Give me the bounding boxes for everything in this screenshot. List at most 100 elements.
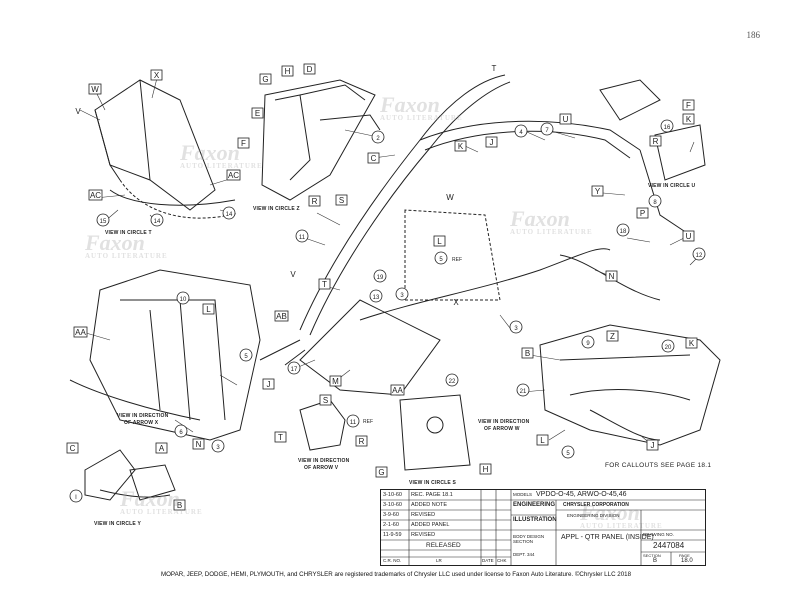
callout-4: 4 — [519, 130, 523, 136]
callout-s: S — [323, 396, 328, 405]
lr-label: LR — [436, 558, 442, 563]
roof-rail — [419, 120, 641, 151]
callout-15: 15 — [100, 219, 107, 225]
pillar-front — [299, 74, 506, 331]
callout-10: 10 — [180, 297, 187, 303]
callout-16: 16 — [664, 125, 671, 131]
caption-arrow-x-2: OF ARROW X — [124, 420, 159, 426]
callout-aa: AA — [75, 328, 86, 337]
caption-arrow-v-1: VIEW IN DIRECTION — [298, 458, 350, 464]
callout-17: 17 — [291, 367, 298, 373]
callout-k: K — [686, 115, 692, 124]
callout-18: 18 — [620, 229, 627, 235]
callout-5: 5 — [566, 451, 570, 457]
caption-circle-z: VIEW IN CIRCLE Z — [253, 206, 300, 212]
callout-x: X — [453, 298, 459, 307]
callout-d: D — [307, 65, 313, 74]
caption-circle-s: VIEW IN CIRCLE S — [409, 480, 457, 486]
callout-ref: REF — [363, 419, 373, 425]
callout-11: 11 — [350, 420, 357, 426]
callout-j: J — [490, 138, 494, 147]
callout-w: W — [446, 193, 454, 202]
callout-s: S — [339, 196, 344, 205]
callout-22: 22 — [449, 379, 456, 385]
callout-11: 11 — [299, 235, 306, 241]
callout-ab: AB — [276, 312, 287, 321]
caption-circle-t: VIEW IN CIRCLE T — [105, 230, 152, 236]
section-value: B — [653, 558, 658, 564]
callout-t: T — [322, 280, 327, 289]
drawing-no-label: DRAWING NO. — [643, 532, 674, 537]
page-value: 18.0 — [681, 558, 693, 564]
callout-9: 9 — [586, 341, 590, 347]
callouts-note: FOR CALLOUTS SEE PAGE 18.1 — [605, 462, 712, 469]
callout-m: M — [332, 377, 339, 386]
callout-h: H — [285, 67, 291, 76]
dept-label: DEPT. 344 — [513, 552, 535, 557]
callout-ac: AC — [228, 171, 239, 180]
callout-r: R — [312, 197, 318, 206]
engineering-label: ENGINEERING — [513, 502, 556, 508]
date-col-label: DATE — [482, 558, 494, 563]
models-label: MODELS — [513, 492, 533, 497]
callout-n: N — [609, 272, 615, 281]
callout-p: P — [640, 209, 645, 218]
division-label: ENGINEERING DIVISION — [567, 513, 620, 518]
drawing-number: 2447084 — [653, 541, 685, 550]
callout-c: C — [70, 444, 76, 453]
caption-arrow-w-1: VIEW IN DIRECTION — [478, 419, 530, 425]
corporation-label: CHRYSLER CORPORATION — [563, 502, 629, 508]
callout-13: 13 — [373, 295, 380, 301]
caption-arrow-x-1: VIEW IN DIRECTION — [117, 413, 169, 419]
callout-5: 5 — [439, 257, 443, 263]
callout-y: Y — [595, 187, 601, 196]
callout-20: 20 — [665, 345, 672, 351]
caption-circle-y: VIEW IN CIRCLE Y — [94, 521, 141, 527]
caption-arrow-v-2: OF ARROW V — [304, 465, 339, 471]
rev-code: 3-10-60 — [383, 502, 402, 508]
callout-a: A — [159, 444, 165, 453]
callout-u: U — [686, 232, 692, 241]
panel-z-outline — [261, 79, 376, 201]
callout-14: 14 — [154, 219, 161, 225]
callout-l: L — [540, 436, 545, 445]
section-col-label: SECTION — [643, 553, 661, 558]
callout-g: G — [378, 468, 384, 477]
callout-f: F — [241, 139, 246, 148]
callout-ref: REF — [452, 257, 462, 263]
revision-note: REVISED — [411, 512, 436, 518]
page-col-label: PAGE — [679, 553, 690, 558]
callout-u: U — [563, 115, 569, 124]
lower-panel — [299, 299, 441, 396]
callout-12: 12 — [696, 253, 703, 259]
callout-j: J — [651, 441, 655, 450]
callout-l: L — [437, 237, 442, 246]
rev-code: 3-10-60 — [383, 492, 402, 498]
belt-line — [359, 248, 611, 321]
callout-t: T — [492, 64, 497, 73]
rev-code: 11-9-59 — [383, 532, 402, 538]
models-value: VPDO-O-45, ARWO-O-45,46 — [536, 491, 627, 498]
callout-r: R — [653, 137, 659, 146]
rev-code: 2-1-60 — [383, 522, 399, 528]
released-label: RELEASED — [426, 542, 461, 549]
callout-8: 8 — [653, 200, 657, 206]
callout-k: K — [458, 142, 464, 151]
caption-arrow-w-2: OF ARROW W — [484, 426, 520, 432]
callout-e: E — [255, 109, 260, 118]
rear-bracket — [639, 149, 691, 236]
callout-n: N — [196, 440, 202, 449]
callout-21: 21 — [520, 389, 527, 395]
inner-panel-x — [89, 269, 261, 441]
revision-note: REC. PAGE 18.1 — [411, 492, 453, 498]
title-block: MODELS VPDO-O-45, ARWO-O-45,46 3-10-60 R… — [380, 489, 706, 566]
callout-v: V — [75, 107, 81, 116]
callout-ac: AC — [90, 191, 101, 200]
revision-note: REVISED — [411, 532, 436, 538]
callout-5: 5 — [244, 354, 248, 360]
callout-6: 6 — [179, 430, 183, 436]
revision-note: ADDED NOTE — [411, 502, 448, 508]
